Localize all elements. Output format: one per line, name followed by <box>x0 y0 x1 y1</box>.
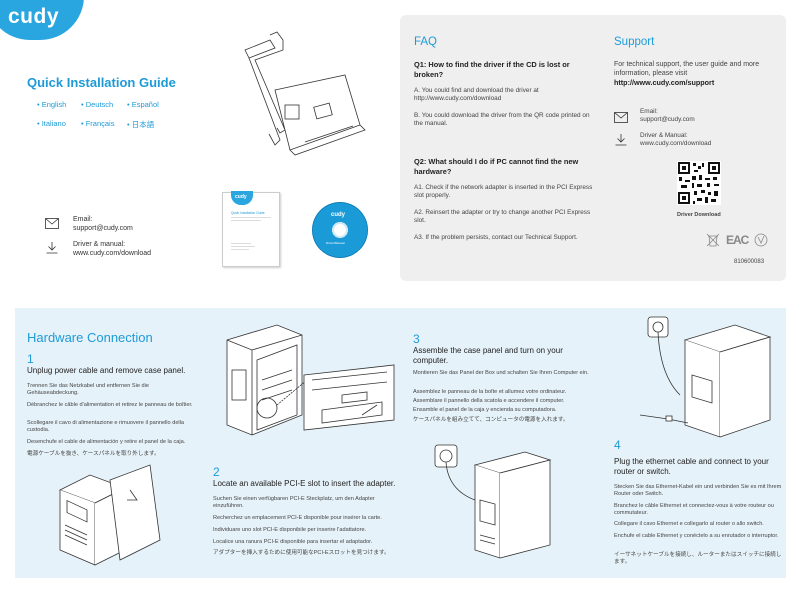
hardware-title: Hardware Connection <box>27 330 153 345</box>
lang-japanese[interactable]: • 日本語 <box>127 120 155 129</box>
step2-es: Localice una ranura PCI-E disponible par… <box>213 539 373 545</box>
booklet-logo: cudy <box>235 194 247 200</box>
step3-number: 3 <box>413 332 420 346</box>
step1-de: Trennen Sie das Netzkabel und entfernen … <box>27 383 150 397</box>
weee-bin-icon <box>706 233 720 247</box>
mail-icon <box>45 218 59 231</box>
cert-circle-icon <box>754 233 768 247</box>
faq-panel <box>400 15 786 281</box>
step3-title: Assemble the case panel and turn on your… <box>413 346 563 365</box>
lang-italiano[interactable]: • Italiano <box>37 119 66 128</box>
step2-fr: Recherchez un emplacement PCI-E disponib… <box>213 515 382 521</box>
step4-es: Enchufe el cable Ethernet y conéctelo a … <box>614 533 779 539</box>
booklet-title: Quick Installation Guide <box>231 211 265 215</box>
download-icon <box>46 242 58 256</box>
step3-fr: Assemblez le panneau de la boîte et allu… <box>413 389 567 395</box>
lang-english[interactable]: • English <box>37 100 67 109</box>
step1-fr: Débranchez le câble d'alimentation et re… <box>27 402 193 408</box>
step3-it: Assemblare il pannello della scatola e a… <box>413 398 565 404</box>
faq-title: FAQ <box>414 36 438 48</box>
step4-number: 4 <box>614 438 621 452</box>
support-title: Support <box>614 36 655 48</box>
step2-de: Suchen Sie einen verfügbaren PCI-E Steck… <box>213 496 375 510</box>
step4-fr: Branchez le câble Ethernet et connectez-… <box>614 503 774 517</box>
guide-title: Quick Installation Guide <box>27 75 176 90</box>
support-email-label: Email: <box>640 108 658 115</box>
faq-q2-answer-1: A1. Check if the network adapter is inse… <box>414 184 593 200</box>
step2-slot-illustration <box>226 324 395 436</box>
step2-ja: アダプターを挿入するために使用可能なPCI-Eスロットを見つけます。 <box>213 550 390 556</box>
step1-title: Unplug power cable and remove case panel… <box>27 366 186 375</box>
driver-url[interactable]: www.cudy.com/download <box>73 250 152 257</box>
faq-q1-answer-a: A. You could find and download the drive… <box>414 87 539 103</box>
cd-label: Driver/Manual <box>326 241 345 245</box>
step4-ethernet-illustration <box>639 316 772 438</box>
support-email[interactable]: support@cudy.com <box>640 116 695 123</box>
qr-caption: Driver Download <box>677 212 721 218</box>
step4-title: Plug the ethernet cable and connect to y… <box>614 457 769 476</box>
email-value[interactable]: support@cudy.com <box>73 225 133 232</box>
download-icon <box>615 134 627 148</box>
eac-mark: EAC <box>726 233 749 247</box>
step3-de: Montieren Sie das Panel der Box und scha… <box>413 370 589 376</box>
step2-it: Individuare uno slot PCI-E disponibile p… <box>213 527 367 533</box>
faq-q2: Q2: What should I do if PC cannot find t… <box>414 157 579 176</box>
step4-it: Collegare il cavo Ethernet e collegarlo … <box>614 521 764 527</box>
support-driver-url[interactable]: www.cudy.com/download <box>640 140 712 147</box>
pcie-card-illustration <box>244 31 366 156</box>
step1-number: 1 <box>27 352 34 366</box>
step2-title: Locate an available PCI-E slot to insert… <box>213 479 396 488</box>
step4-ja: イーサネットケーブルを接続し、ルーターまたはスイッチに接続します。 <box>614 552 782 566</box>
booklet-illustration: cudy Quick Installation Guide <box>222 191 280 267</box>
email-label: Email: <box>73 216 93 223</box>
support-driver-label: Driver & Manual: <box>640 132 688 139</box>
lang-francais[interactable]: • Français <box>81 119 115 128</box>
lang-deutsch[interactable]: • Deutsch <box>81 100 114 109</box>
support-url[interactable]: http://www.cudy.com/support <box>614 78 715 87</box>
step3-ja: ケースパネルを組み立てて、コンピュータの電源を入れます。 <box>413 417 569 423</box>
faq-q1: Q1: How to find the driver if the CD is … <box>414 60 570 79</box>
support-text: For technical support, the user guide an… <box>614 61 760 77</box>
qr-code[interactable] <box>677 161 721 205</box>
cd-logo: cudy <box>331 212 346 218</box>
faq-q2-answer-3: A3. If the problem persists, contact our… <box>414 234 578 241</box>
driver-label: Driver & manual: <box>73 241 126 248</box>
logo: cudy <box>8 5 60 28</box>
faq-q1-answer-b: B. You could download the driver from th… <box>414 112 590 128</box>
cd-illustration: cudy Driver/Manual <box>312 202 368 258</box>
product-code: 810600083 <box>734 259 765 265</box>
step1-es: Desenchufe el cable de alimentación y re… <box>27 439 186 445</box>
step3-es: Ensamble el panel de la caja y encienda … <box>413 407 557 413</box>
step4-de: Stecken Sie das Ethernet-Kabel ein und v… <box>614 484 782 498</box>
step1-pc-illustration <box>58 464 161 566</box>
step1-ja: 電源ケーブルを抜き、ケースパネルを取り外します。 <box>27 451 160 457</box>
step3-power-illustration <box>434 444 552 559</box>
faq-q2-answer-2: A2. Reinsert the adapter or try to chang… <box>414 209 591 225</box>
mail-icon <box>614 112 628 125</box>
step2-number: 2 <box>213 465 220 479</box>
lang-espanol[interactable]: • Español <box>127 100 159 109</box>
step1-it: Scollegare il cavo di alimentazione e ri… <box>27 420 185 434</box>
